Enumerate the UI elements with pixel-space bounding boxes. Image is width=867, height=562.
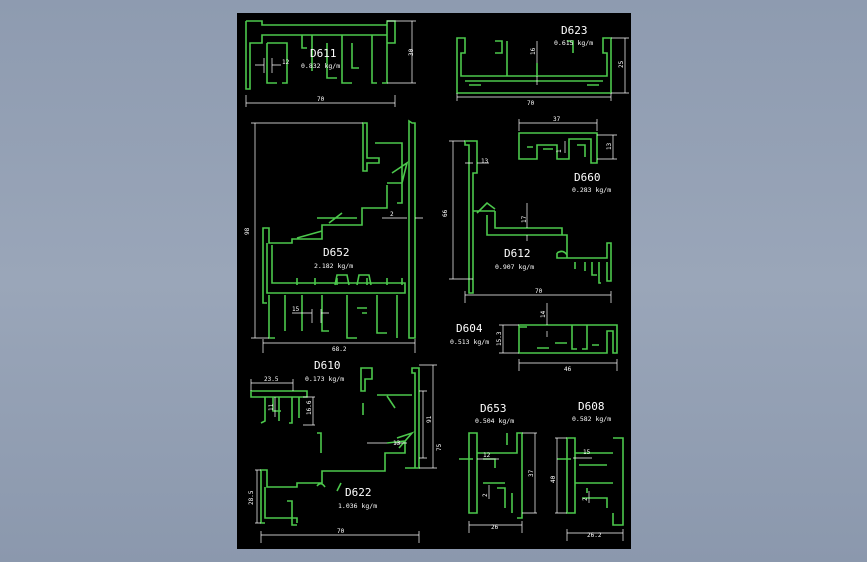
profile-d604: D604 0.513 kg/m 14 15.3 46 [450, 303, 618, 373]
d604-name: D604 [456, 322, 483, 335]
d604-dim-46: 46 [564, 366, 572, 373]
d660-weight: 0.283 kg/m [572, 186, 611, 194]
d622-dim-75: 75 [436, 443, 443, 451]
d611-dim-30: 30 [408, 48, 415, 56]
d653-dim-12: 12 [483, 452, 491, 459]
d612-dim-66: 66 [442, 209, 449, 217]
d604-outline [518, 324, 618, 354]
d612-dim-13: 13 [481, 158, 489, 165]
d652-dim-2: 2 [390, 211, 394, 218]
d622-dim-28-5: 28.5 [248, 490, 255, 505]
d604-dim-15-3: 15.3 [496, 331, 503, 346]
d608-name: D608 [578, 400, 605, 413]
d660-dimensions [518, 119, 617, 160]
d608-dim-2: 2 [582, 497, 589, 501]
profile-d608: D608 0.582 kg/m 15 40 2 26.2 [550, 400, 624, 541]
d652-name: D652 [323, 246, 350, 259]
d612-outline [464, 140, 612, 294]
d611-dim-70: 70 [317, 96, 325, 103]
d652-dim-15: 15 [292, 306, 300, 313]
d622-outline [260, 367, 420, 526]
d610-weight: 0.173 kg/m [305, 375, 344, 383]
d660-outline [518, 132, 598, 164]
profile-d652: D652 2.182 kg/m 98 2 15 68.2 [244, 119, 423, 353]
d604-dim-14: 14 [540, 310, 547, 318]
d611-dim-12: 12 [282, 59, 290, 66]
d653-dim-37: 37 [528, 469, 535, 477]
d608-outline [557, 437, 624, 526]
d623-name: D623 [561, 24, 588, 37]
d622-dim-91: 91 [426, 415, 433, 423]
d612-name: D612 [504, 247, 531, 260]
d612-dim-70: 70 [535, 288, 543, 295]
d623-dim-16: 16 [530, 47, 537, 55]
d622-dimensions [255, 364, 437, 543]
profile-d612: D612 0.907 kg/m 66 13 17 70 [442, 140, 612, 303]
d612-weight: 0.907 kg/m [495, 263, 534, 271]
d623-outline [456, 37, 612, 94]
d652-outline [262, 119, 416, 339]
d611-name: D611 [310, 47, 337, 60]
d610-dim-11: 11 [268, 403, 275, 411]
d623-weight: 0.615 kg/m [554, 39, 593, 47]
cad-drawing: D611 0.832 kg/m 12 30 70 D623 0.615 kg/m… [244, 20, 629, 543]
d660-name: D660 [574, 171, 601, 184]
d612-dimensions [449, 140, 612, 303]
d611-dimensions [245, 20, 416, 107]
d660-dim-1: 1 [556, 149, 563, 153]
d608-dimensions [555, 437, 624, 541]
profile-d622: D622 1.036 kg/m 91 75 13 28.5 70 [248, 364, 443, 543]
profile-d611: D611 0.832 kg/m 12 30 70 [245, 20, 416, 107]
d652-dim-98: 98 [244, 227, 251, 235]
d610-dim-16-6: 16.6 [306, 400, 313, 415]
d608-weight: 0.582 kg/m [572, 415, 611, 423]
d652-weight: 2.182 kg/m [314, 262, 353, 270]
d653-dimensions [468, 432, 537, 533]
d622-dim-70: 70 [337, 528, 345, 535]
d608-dim-26-2: 26.2 [587, 532, 602, 539]
profile-d660: D660 0.283 kg/m 37 1 13 [518, 116, 617, 194]
d653-outline [459, 432, 523, 519]
d608-dim-40: 40 [550, 475, 557, 483]
d610-name: D610 [314, 359, 341, 372]
profile-d623: D623 0.615 kg/m 16 25 70 [456, 24, 629, 107]
d610-dim-23-5: 23.5 [264, 376, 279, 383]
d622-name: D622 [345, 486, 372, 499]
d623-dimensions [456, 37, 629, 101]
profile-d653: D653 0.504 kg/m 12 37 2 26 [459, 402, 537, 533]
d611-weight: 0.832 kg/m [301, 62, 340, 70]
d608-dim-15: 15 [583, 449, 591, 456]
d653-dim-2: 2 [482, 493, 489, 497]
d653-dim-26: 26 [491, 524, 499, 531]
drawing-sheet: D611 0.832 kg/m 12 30 70 D623 0.615 kg/m… [237, 13, 631, 549]
d660-dim-13: 13 [606, 142, 613, 150]
d610-dimensions [250, 379, 315, 426]
d653-name: D653 [480, 402, 507, 415]
d623-dim-70: 70 [527, 100, 535, 107]
d622-weight: 1.036 kg/m [338, 502, 377, 510]
d652-dim-68-2: 68.2 [332, 346, 347, 353]
d623-dim-25: 25 [618, 60, 625, 68]
d604-weight: 0.513 kg/m [450, 338, 489, 346]
profile-d610: D610 0.173 kg/m 23.5 11 16.6 [250, 359, 344, 426]
d610-outline [250, 390, 308, 424]
d653-weight: 0.504 kg/m [475, 417, 514, 425]
d612-dim-17: 17 [521, 215, 528, 223]
d652-dimensions [251, 122, 423, 353]
d622-dim-13: 13 [393, 440, 401, 447]
d660-dim-37: 37 [553, 116, 561, 123]
d604-dimensions [499, 303, 618, 371]
